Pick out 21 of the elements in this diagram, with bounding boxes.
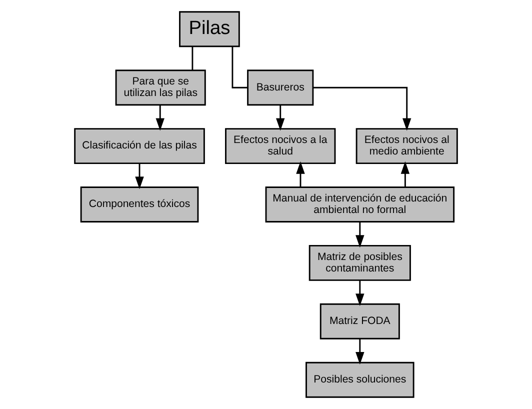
connector xyxy=(192,46,194,70)
node-box: Basureros xyxy=(247,70,314,106)
node-box: Componentes tóxicos xyxy=(80,186,199,222)
node-box: Para que se utilizan las pilas xyxy=(115,70,206,106)
arrow xyxy=(156,105,164,131)
arrow xyxy=(356,280,364,306)
node-box: Posibles soluciones xyxy=(306,362,414,398)
node-box: Manual de intervención de educación ambiental no formal xyxy=(265,186,455,222)
arrow xyxy=(356,338,364,364)
arrow xyxy=(296,161,305,187)
arrow xyxy=(356,222,364,248)
node-box: Efectos nocivos a la salud xyxy=(225,128,336,164)
node-box: Matriz FODA xyxy=(320,303,400,340)
node-box: Pilas xyxy=(179,11,240,48)
node-box: Efectos nocivos al medio ambiente xyxy=(356,128,458,164)
arrow xyxy=(276,105,285,131)
arrow xyxy=(135,164,144,190)
arrow xyxy=(400,161,410,187)
arrow xyxy=(313,86,412,131)
node-box: Clasificación de las pilas xyxy=(74,128,205,164)
node-box: Matriz de posibles contaminantes xyxy=(308,244,411,281)
